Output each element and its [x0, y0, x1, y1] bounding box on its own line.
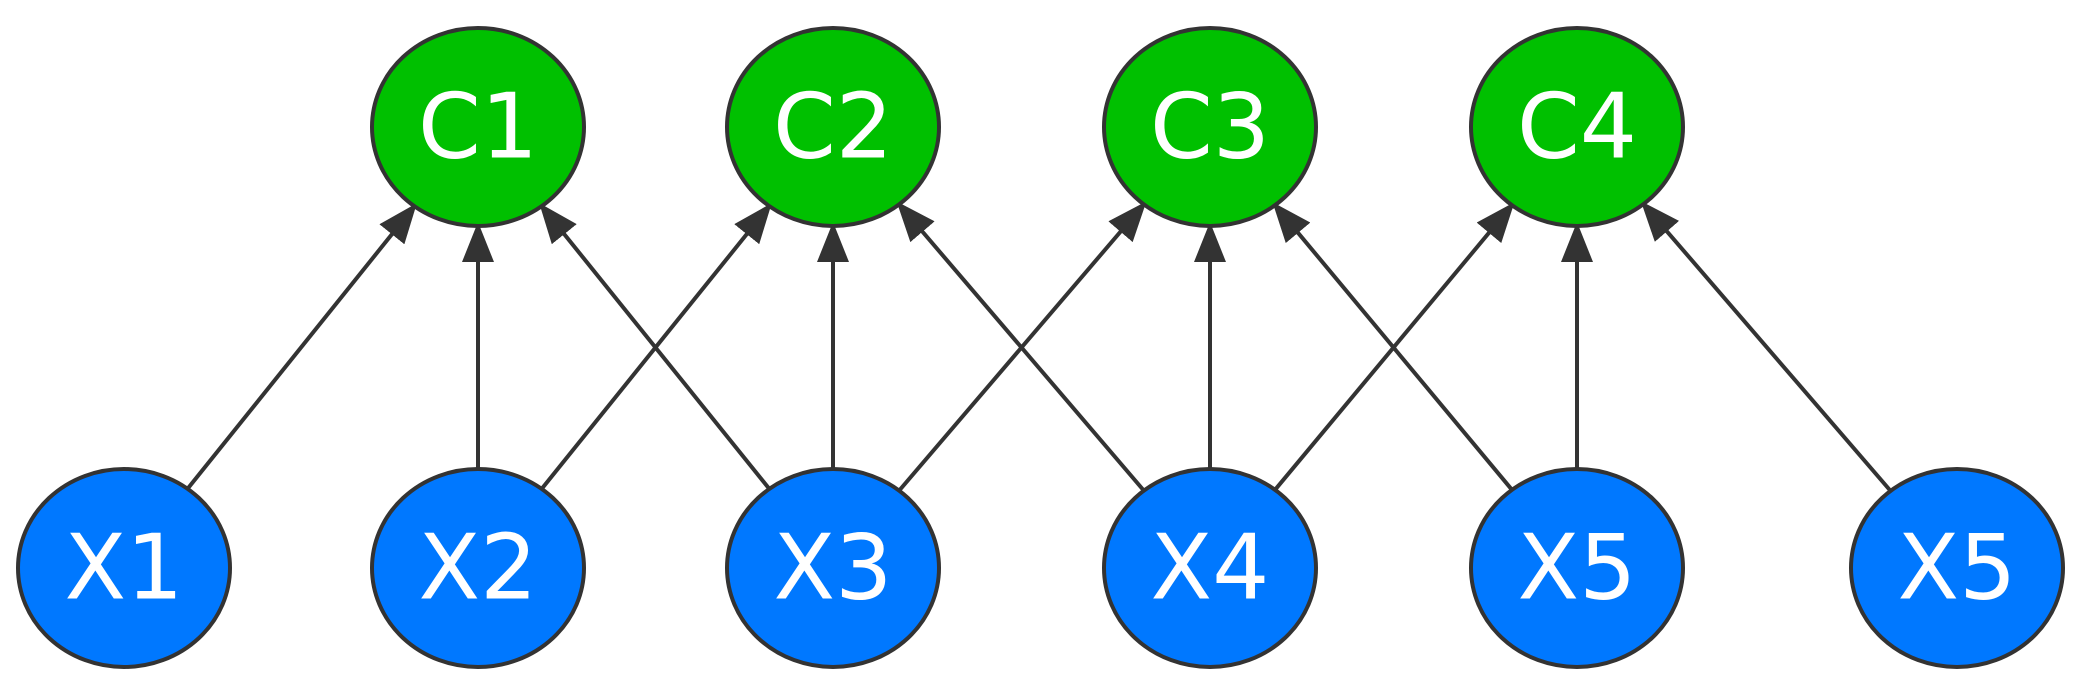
node-x4-label: X4 — [1151, 516, 1270, 621]
node-c3-label: C3 — [1150, 75, 1270, 180]
node-c4: C4 — [1469, 26, 1685, 228]
edge-x3-to-c3 — [897, 201, 1147, 492]
node-x5-label: X5 — [1518, 516, 1637, 621]
node-x5: X5 — [1469, 467, 1685, 669]
node-x6: X5 — [1849, 467, 2065, 669]
node-c3: C3 — [1102, 26, 1318, 228]
node-x4: X4 — [1102, 467, 1318, 669]
node-x1: X1 — [16, 467, 232, 669]
node-c2: C2 — [725, 26, 941, 228]
node-x3: X3 — [725, 467, 941, 669]
nodes-layer: C1 C2 C3 C4 X1 X2 X3 X4 — [16, 26, 2065, 669]
node-x2-label: X2 — [419, 516, 538, 621]
node-x1-label: X1 — [65, 516, 184, 621]
edges-layer — [186, 201, 1893, 493]
node-x6-label: X5 — [1898, 516, 2017, 621]
node-c2-label: C2 — [773, 75, 893, 180]
node-x2: X2 — [370, 467, 586, 669]
edge-x2-to-c2 — [540, 203, 772, 491]
node-x3-label: X3 — [774, 516, 893, 621]
edge-x6-to-c4 — [1640, 201, 1893, 493]
edge-x4-to-c4 — [1273, 202, 1515, 492]
node-c1: C1 — [370, 26, 586, 228]
node-c1-label: C1 — [418, 75, 538, 180]
edge-x1-to-c1 — [186, 203, 417, 491]
node-c4-label: C4 — [1517, 75, 1637, 180]
